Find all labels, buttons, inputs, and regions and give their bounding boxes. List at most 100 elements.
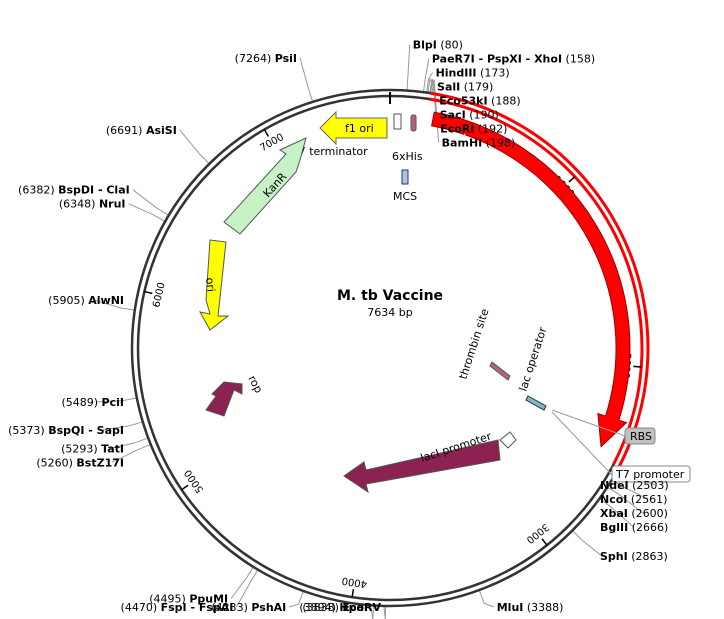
- site-label: (3894) HpaI: [299, 601, 368, 614]
- tick-label: 5000: [183, 467, 206, 494]
- site-name: EcoRV: [342, 601, 381, 614]
- site-label: EcoRI (192): [440, 123, 507, 136]
- site-label: (4495) PpuMI: [149, 592, 228, 605]
- site-position: (5905): [48, 294, 85, 307]
- site-position: (192): [478, 123, 508, 136]
- site-name: PpuMI: [189, 592, 228, 605]
- site-name: NruI: [99, 198, 126, 211]
- site-name: PciI: [102, 396, 124, 409]
- site-leader: [235, 569, 259, 608]
- site-name: HindIII: [436, 67, 477, 80]
- vaccine-construct-feature: [431, 111, 631, 448]
- plasmid-size: 7634 bp: [367, 306, 412, 319]
- site-name: HpaI: [339, 601, 368, 614]
- site-position: (2666): [632, 521, 669, 534]
- site-leader: [422, 58, 430, 93]
- site-label: BglII (2666): [600, 521, 668, 534]
- site-leader: [299, 57, 314, 103]
- laci-promoter-marker: [499, 431, 517, 449]
- site-name: NdeI: [600, 479, 629, 492]
- site-label: MluI (3388): [497, 601, 564, 614]
- tick-mark: [263, 129, 270, 137]
- thrombin-site-marker: [489, 361, 511, 381]
- vaccine-construct-arrow-shape: [431, 111, 631, 448]
- site-label: (5293) TatI: [61, 443, 124, 456]
- tick-label: 4000: [341, 574, 368, 589]
- site-leader: [230, 566, 254, 599]
- t7-promoter-leader: [551, 411, 613, 476]
- lac-operator-label: lac operator: [516, 325, 549, 393]
- t7-promoter-box: [611, 465, 691, 483]
- site-leader: [95, 397, 137, 403]
- site-label: NdeI (2503): [600, 479, 669, 492]
- site-label: (5260) BstZ17I: [36, 457, 124, 470]
- site-position: (5373): [8, 424, 45, 437]
- site-label: NcoI (2561): [600, 493, 667, 506]
- site-position: (5293): [61, 443, 98, 456]
- site-position: (173): [480, 67, 510, 80]
- site-label: (5489) PciI: [61, 396, 124, 409]
- site-position: (80): [440, 39, 463, 52]
- site-leader-lines: [93, 44, 655, 619]
- tick-label: 3000: [524, 521, 551, 545]
- insert-highlight: [429, 91, 650, 468]
- tick-label: 6000: [151, 281, 167, 308]
- ori-label: ori: [203, 277, 217, 293]
- t7-terminator-label: T7 terminator: [291, 145, 368, 158]
- tick-mark: [568, 176, 576, 183]
- site-name: SphI: [600, 550, 628, 563]
- site-label: (6348) NruI: [59, 198, 126, 211]
- site-label: (5373) BspQI - SapI: [8, 424, 124, 437]
- site-name: AsiSI: [146, 124, 177, 137]
- backbone-inner-ring: [136, 94, 644, 602]
- site-label: SalI (179): [437, 81, 493, 94]
- site-label: BlpI (80): [413, 39, 463, 52]
- site-position: (2863): [631, 550, 668, 563]
- site-name: XbaI: [600, 507, 628, 520]
- site-leader: [426, 72, 433, 93]
- rbs-label: RBS: [630, 430, 652, 443]
- rop-arrow: [205, 381, 243, 417]
- site-position: (7264): [235, 52, 272, 65]
- mcs-label: MCS: [393, 190, 417, 203]
- site-leader: [128, 203, 166, 222]
- t7-promoter-label: T7 promoter: [615, 468, 685, 481]
- site-position: (158): [566, 53, 596, 66]
- site-position: (179): [464, 81, 494, 94]
- site-leader: [179, 129, 210, 165]
- tick-mark: [541, 538, 548, 546]
- site-position: (2503): [632, 479, 669, 492]
- site-name: EcoRI: [440, 123, 474, 136]
- tick-mark: [633, 365, 642, 368]
- site-position: (2561): [631, 493, 668, 506]
- site-name: BamHI: [442, 137, 483, 150]
- his-tag-marker: [410, 114, 417, 132]
- site-leader: [599, 498, 634, 528]
- site-position: (5260): [36, 457, 73, 470]
- tick-mark: [181, 484, 189, 491]
- site-name: TatI: [101, 443, 124, 456]
- site-label: (6691) AsiSI: [106, 124, 177, 137]
- site-label: (4470) FspI - FspAI: [121, 601, 234, 614]
- site-label: XbaI (2600): [600, 507, 668, 520]
- site-leader: [370, 605, 375, 619]
- site-leader: [93, 299, 135, 311]
- site-position: (198): [486, 137, 516, 150]
- site-name: MluI: [497, 601, 524, 614]
- site-position: (3838): [302, 601, 339, 614]
- site-position: (3894): [299, 601, 336, 614]
- site-label: (3838) EcoRV: [302, 601, 381, 614]
- laci-arrow: [343, 439, 501, 494]
- lac-operator-marker: [525, 395, 547, 411]
- site-name: SacI: [440, 109, 466, 122]
- site-label: PaeR7I - PspXI - XhoI (158): [432, 53, 595, 66]
- site-label: BamHI (198): [442, 137, 516, 150]
- site-leader: [111, 443, 151, 463]
- site-name: PshAI: [251, 601, 286, 614]
- site-name: BglII: [600, 521, 628, 534]
- site-label: SphI (2863): [600, 550, 668, 563]
- site-label: (5905) AlwNI: [48, 294, 124, 307]
- backbone-outer-ring: [130, 88, 650, 608]
- site-name: NcoI: [600, 493, 627, 506]
